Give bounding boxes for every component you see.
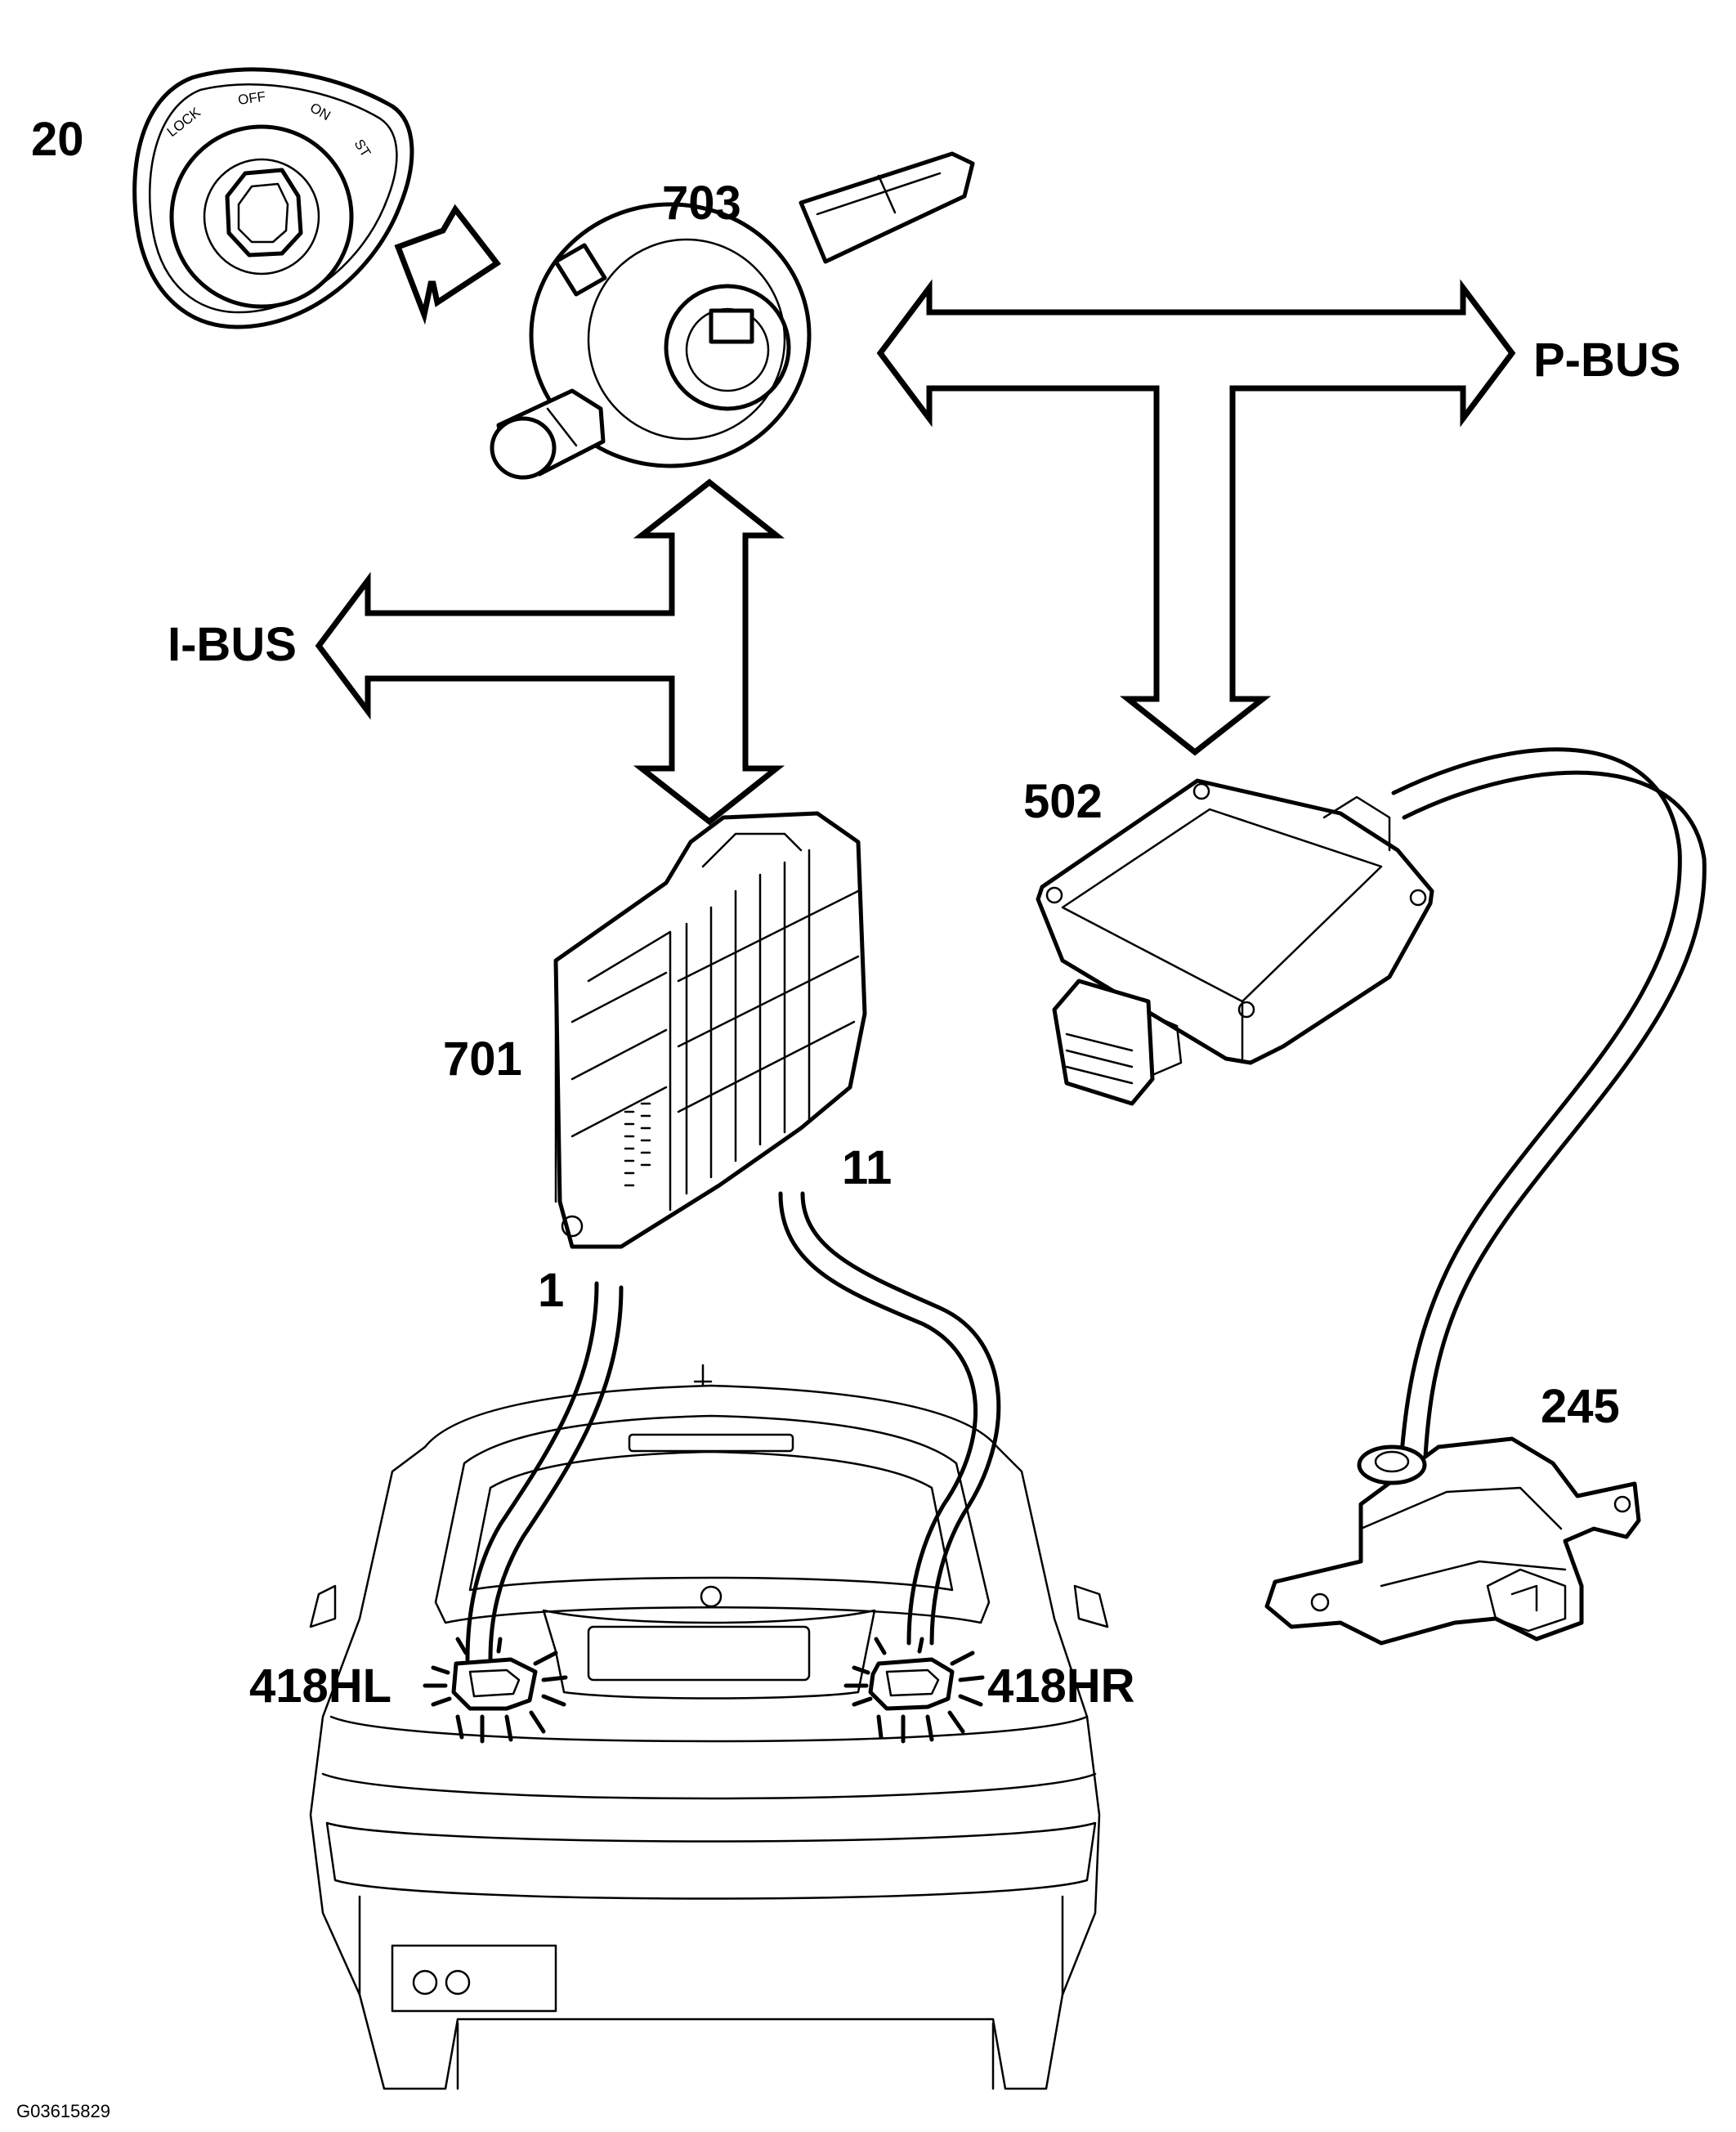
central-module-label: 701 bbox=[443, 1032, 522, 1086]
wire-left-outer bbox=[488, 1285, 624, 1662]
pin-1-label: 1 bbox=[538, 1264, 564, 1317]
steering-module bbox=[490, 151, 975, 480]
wire-right-inner bbox=[778, 1191, 978, 1646]
gear-position-sensor-label: 245 bbox=[1541, 1380, 1620, 1433]
control-unit-label: 502 bbox=[1023, 775, 1103, 828]
ignition-switch: LOCK OFF ON ST bbox=[132, 67, 414, 329]
car-rear-view bbox=[309, 1364, 1109, 2090]
lamp-right bbox=[843, 1637, 985, 1744]
steering-module-label: 703 bbox=[662, 177, 741, 230]
wire-left-inner bbox=[465, 1281, 599, 1662]
pin-11-label: 11 bbox=[842, 1141, 892, 1194]
ignition-switch-label: 20 bbox=[31, 113, 84, 166]
p-bus-label: P-BUS bbox=[1533, 334, 1680, 387]
control-unit bbox=[1036, 778, 1434, 1106]
central-module bbox=[553, 811, 867, 1249]
figure-code: G03615829 bbox=[16, 2101, 110, 2121]
lamp-left bbox=[423, 1637, 568, 1744]
cable-502-245-inner bbox=[1391, 747, 1682, 1523]
wire-right-outer bbox=[800, 1191, 1001, 1646]
off-position-label: OFF bbox=[237, 88, 266, 108]
lamp-left-label: 418HL bbox=[249, 1659, 391, 1713]
cable-502-245-outer bbox=[1402, 770, 1707, 1523]
i-bus-label: I-BUS bbox=[168, 618, 297, 671]
lamp-right-label: 418HR bbox=[987, 1659, 1135, 1713]
gear-position-sensor bbox=[1264, 1436, 1641, 1646]
ignition-arrow bbox=[394, 204, 502, 325]
i-bus-arrow bbox=[315, 478, 785, 826]
p-bus-arrow bbox=[876, 279, 1516, 756]
